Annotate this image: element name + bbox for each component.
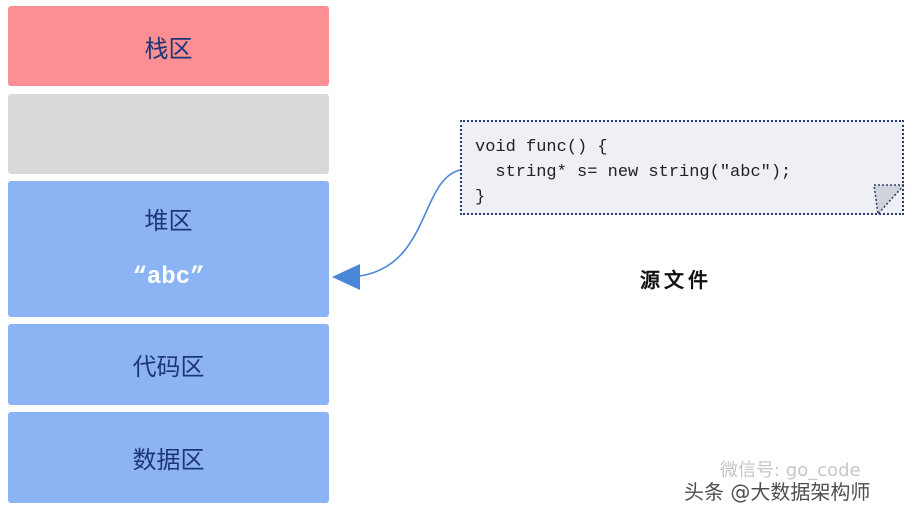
heap-value: “abc” [132,264,205,291]
code-region: 代码区 [8,324,329,405]
stack-label: 栈区 [144,34,193,63]
code-line: } [475,188,486,207]
data-region: 数据区 [8,412,329,503]
heap-region: 堆区 “abc” [8,181,329,317]
stack-region: 栈区 [8,6,329,86]
source-caption: 源文件 [640,268,712,292]
data-label: 数据区 [132,446,205,474]
arrowhead-icon [332,264,360,290]
code-line: string* s= new string("abc"); [475,163,792,182]
page-curl-icon [873,184,906,216]
heap-label: 堆区 [144,207,193,235]
watermark-toutiao: 头条 @大数据架构师 [684,480,871,504]
watermark-wechat: 微信号: go_code [720,460,861,481]
connector-arrow [359,169,461,277]
code-line: void func() { [475,138,608,157]
code-label: 代码区 [132,353,205,381]
unused-region [8,94,329,174]
source-code-box: void func() { string* s= new string("abc… [460,120,904,215]
